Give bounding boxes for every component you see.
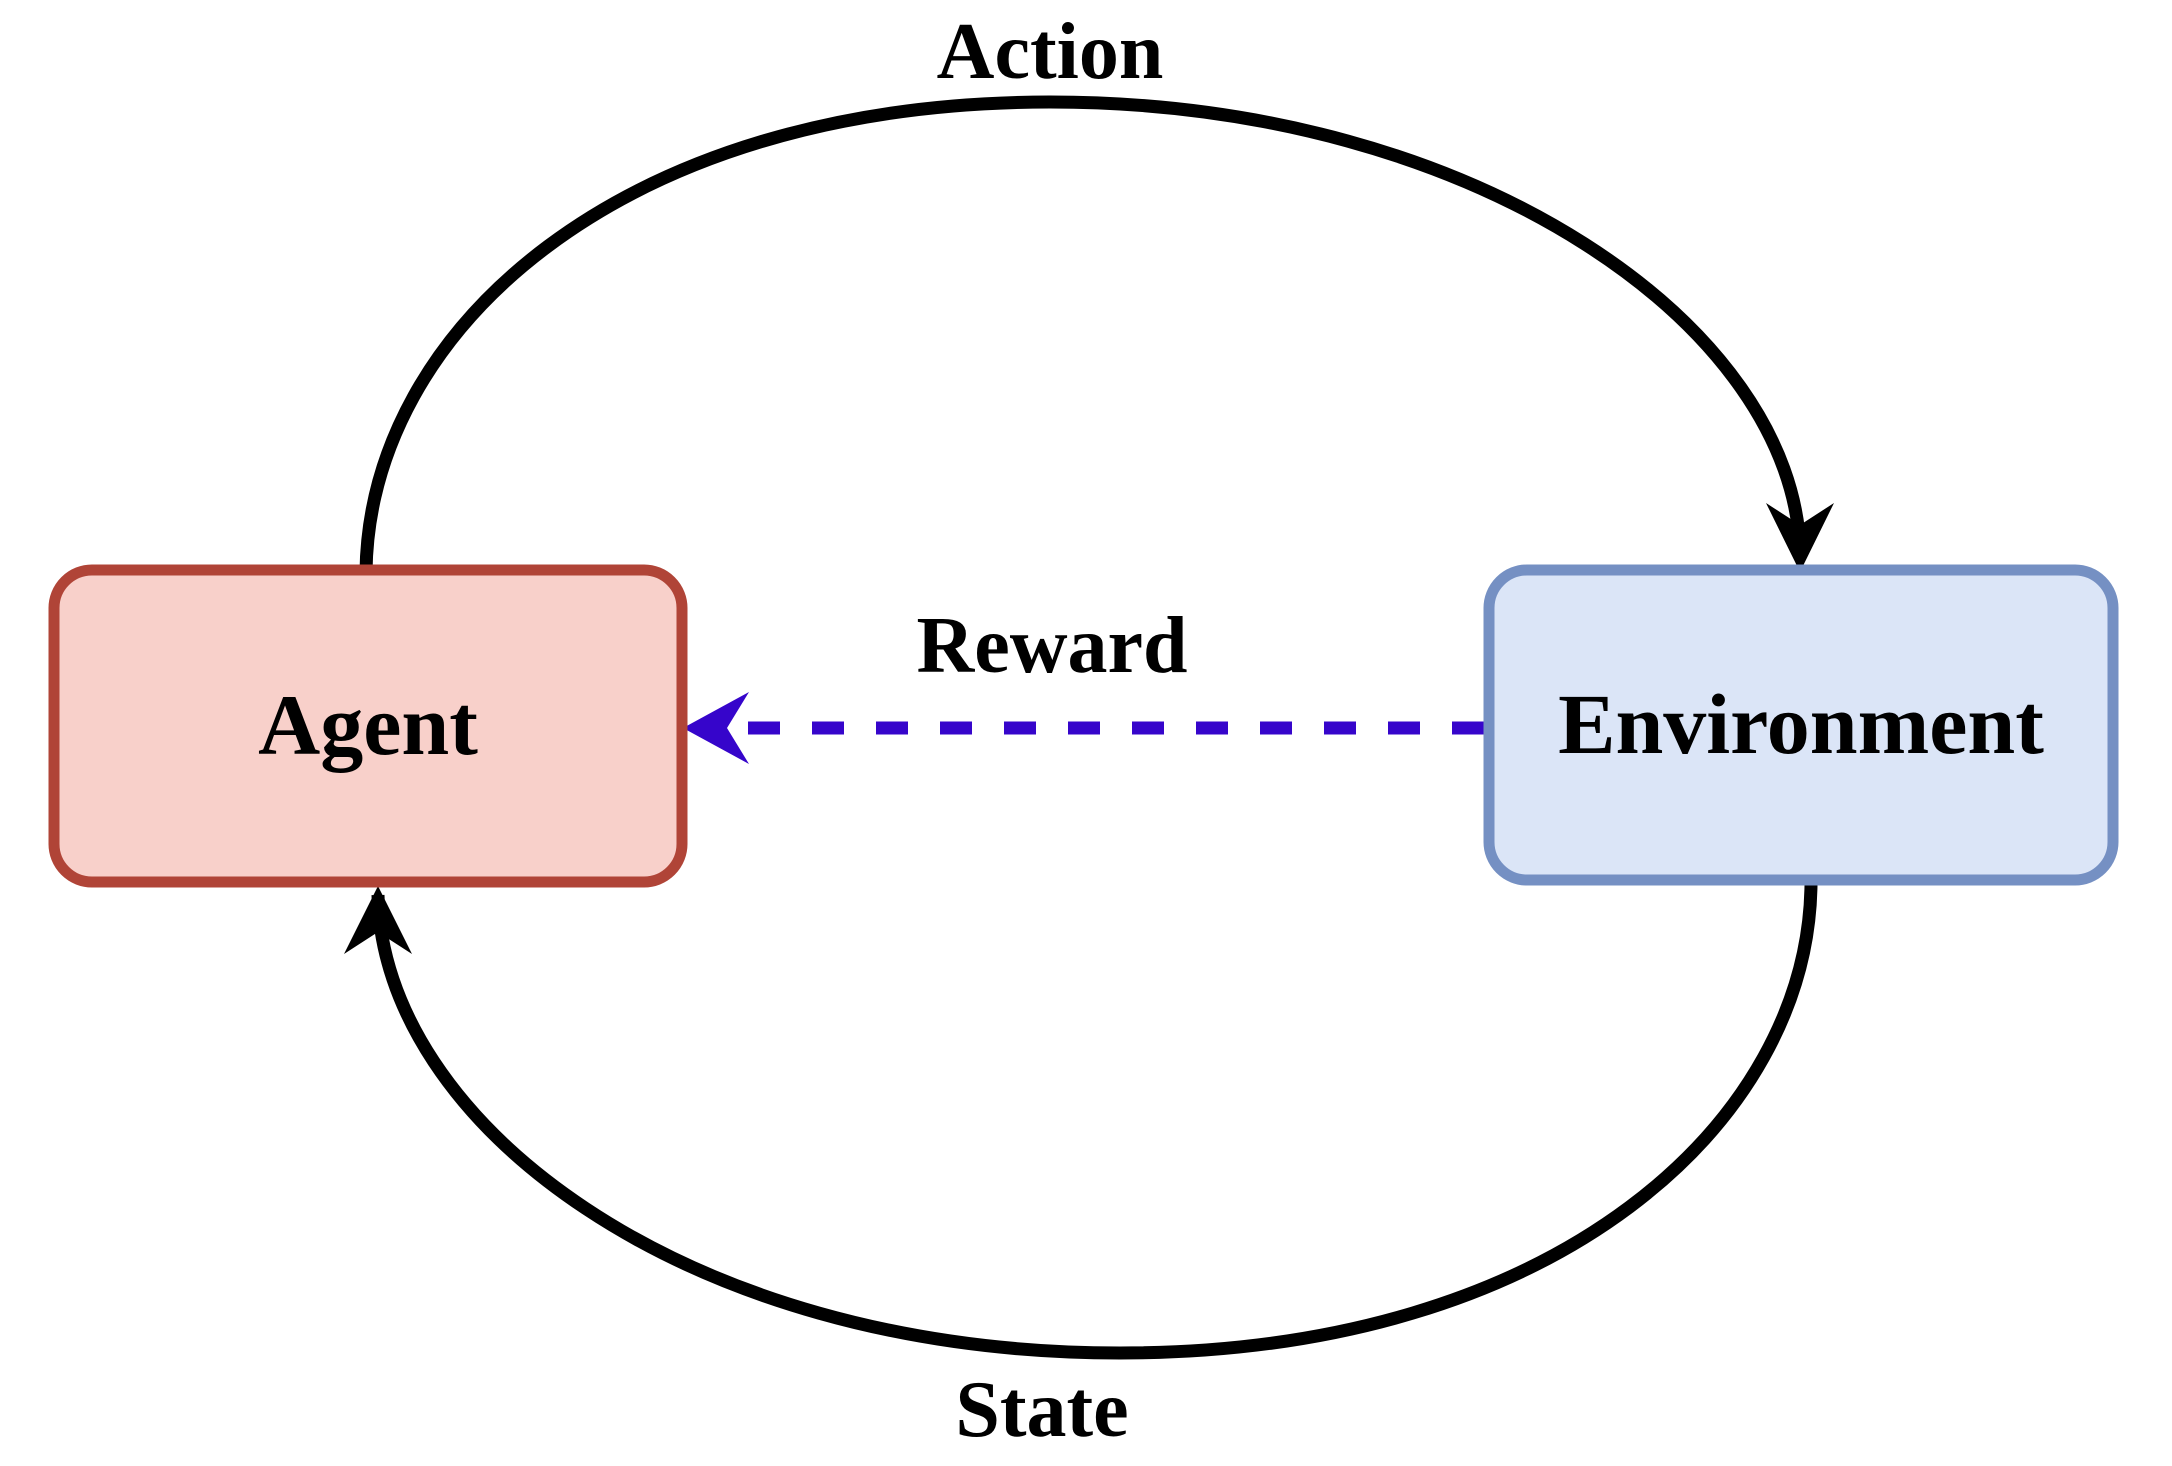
- reward-edge-label: Reward: [916, 602, 1187, 690]
- state-curve: [371, 884, 1818, 1360]
- action-arrowhead-icon: [1766, 503, 1834, 572]
- reward-arrowhead-icon: [683, 692, 749, 764]
- environment-node: [1483, 564, 2119, 886]
- action-edge-label: Action: [937, 8, 1164, 96]
- state-edge-label: State: [955, 1366, 1128, 1454]
- state-arrowhead-icon: [344, 886, 412, 954]
- environment-label: Environment: [1558, 676, 2044, 772]
- agent-node: [48, 564, 688, 888]
- agent-label: Agent: [258, 677, 478, 773]
- action-curve: [359, 95, 1807, 573]
